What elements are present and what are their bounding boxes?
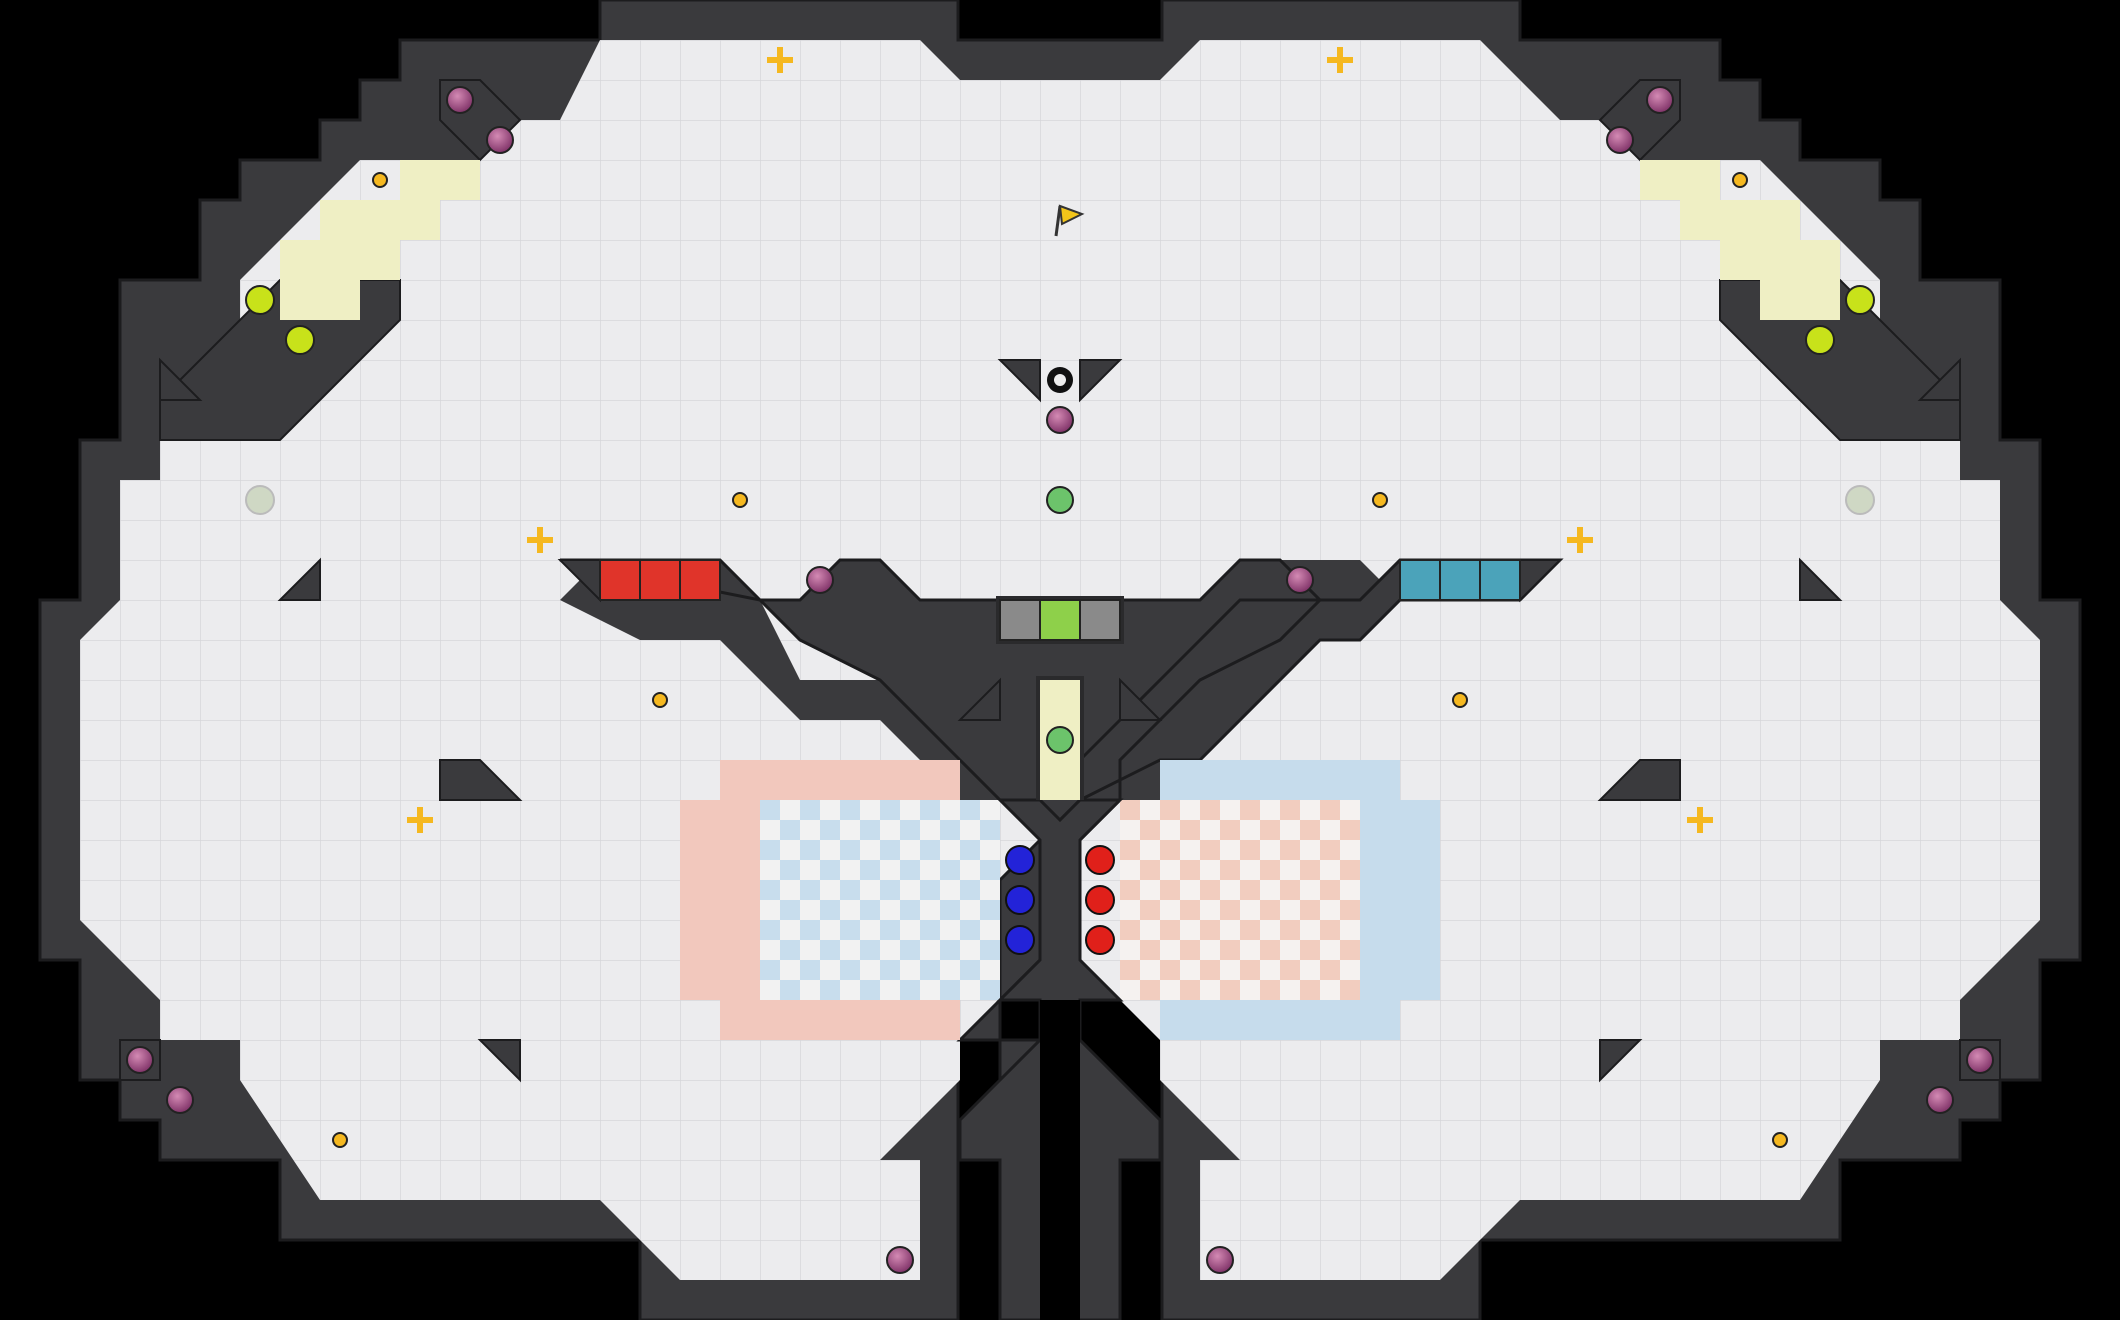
bomb-icon xyxy=(1606,126,1634,154)
red-team-balls[interactable] xyxy=(1085,845,1115,955)
blue-zone-right xyxy=(1120,760,1440,1040)
yellow-zone-left xyxy=(280,160,480,320)
teal-gate xyxy=(1399,559,1521,601)
pickups xyxy=(332,172,1788,1148)
pickup-icon xyxy=(1452,692,1468,708)
lime-orb-icon xyxy=(245,285,275,315)
center-gutter xyxy=(958,798,1162,1320)
pickup-icon xyxy=(372,172,388,188)
faded-orb-icon xyxy=(1845,485,1875,515)
bomb-icon xyxy=(1046,406,1074,434)
blue-team-balls[interactable] xyxy=(1005,845,1035,955)
portal-icon xyxy=(1046,726,1074,754)
boost-icon xyxy=(1567,527,1593,553)
bomb-icon xyxy=(1646,86,1674,114)
bomb-icon xyxy=(1926,1086,1954,1114)
blue-ball xyxy=(1005,885,1035,915)
bomb-icon xyxy=(1286,566,1314,594)
bomb-icon xyxy=(806,566,834,594)
red-gate xyxy=(599,559,721,601)
pickup-icon xyxy=(652,692,668,708)
yellow-zone-right xyxy=(1640,160,1840,320)
bomb-icon xyxy=(1966,1046,1994,1074)
red-zone-left xyxy=(680,760,1000,1040)
bomb-icon xyxy=(166,1086,194,1114)
red-ball xyxy=(1085,925,1115,955)
bomb-icon xyxy=(1206,1246,1234,1274)
center-gate xyxy=(996,596,1124,644)
pickup-icon xyxy=(1732,172,1748,188)
pickup-icon xyxy=(332,1132,348,1148)
boost-icon xyxy=(527,527,553,553)
bombs xyxy=(126,86,1994,1274)
blue-ball xyxy=(1005,845,1035,875)
lime-orb-icon xyxy=(285,325,315,355)
blue-ball xyxy=(1005,925,1035,955)
boost-icon xyxy=(1327,47,1353,73)
yellow-flag-icon xyxy=(1054,204,1085,237)
pickup-icon xyxy=(1772,1132,1788,1148)
spike-mine-icon xyxy=(1047,367,1073,393)
lime-orb-icon xyxy=(1845,285,1875,315)
lime-orb-icon xyxy=(1805,325,1835,355)
pickup-icon xyxy=(1372,492,1388,508)
pickup-icon xyxy=(732,492,748,508)
portal-icon xyxy=(1046,486,1074,514)
faded-orb-icon xyxy=(245,485,275,515)
portal-icons xyxy=(1046,486,1074,754)
lime-orbs xyxy=(245,285,1875,515)
boost-icon xyxy=(1687,807,1713,833)
red-ball xyxy=(1085,885,1115,915)
bomb-icon xyxy=(886,1246,914,1274)
red-ball xyxy=(1085,845,1115,875)
bomb-icon xyxy=(446,86,474,114)
boosts xyxy=(407,47,1713,833)
boost-icon xyxy=(407,807,433,833)
bomb-icon xyxy=(126,1046,154,1074)
boost-icon xyxy=(767,47,793,73)
bomb-icon xyxy=(486,126,514,154)
